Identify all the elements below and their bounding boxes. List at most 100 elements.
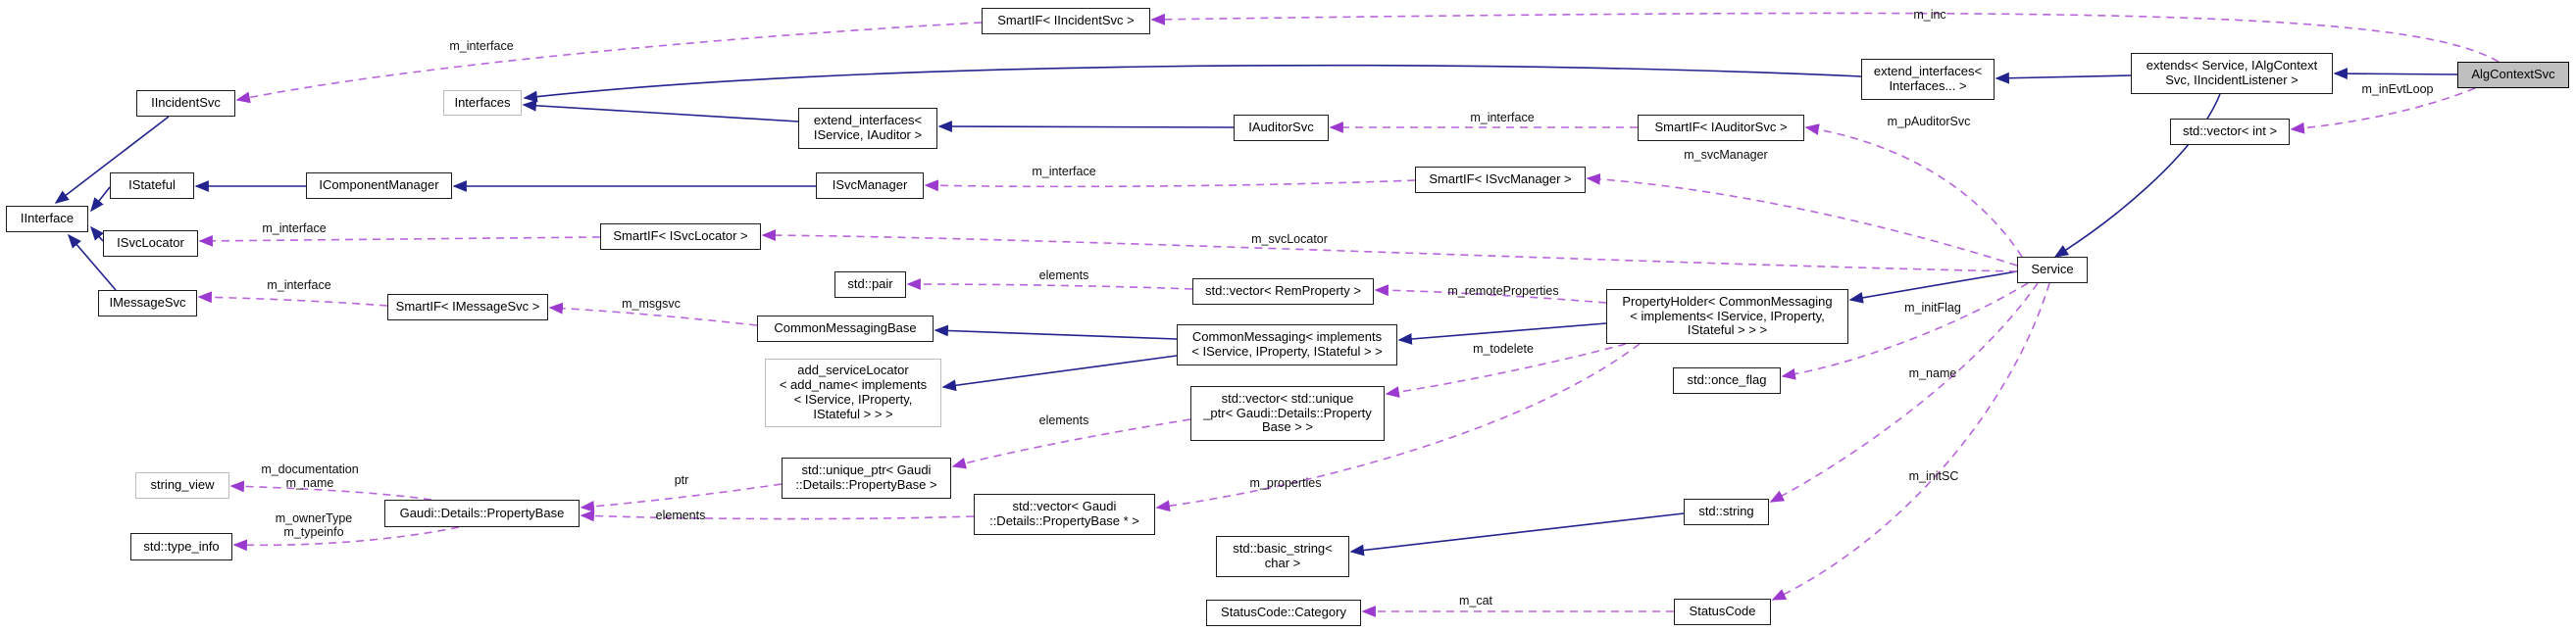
edge-use-ptr xyxy=(580,483,783,512)
node-smartif-isvclocator[interactable]: SmartIF< ISvcLocator > xyxy=(600,223,761,250)
node-string-view[interactable]: string_view xyxy=(135,472,229,499)
node-label: std::vector< int > xyxy=(2182,123,2278,139)
node-label: IInterface xyxy=(20,211,75,226)
node-service[interactable]: Service xyxy=(2017,257,2088,283)
node-std-vector-unique-ptr-propertybase[interactable]: std::vector< std::unique _ptr< Gaudi::De… xyxy=(1190,386,1385,441)
node-label: IAuditorSvc xyxy=(1248,120,1314,135)
node-isvclocator[interactable]: ISvcLocator xyxy=(103,230,198,257)
node-std-unique-ptr-propertybase[interactable]: std::unique_ptr< Gaudi ::Details::Proper… xyxy=(782,458,951,499)
edge-use-m-ownertype-typeinfo xyxy=(232,526,460,552)
edge-use-m-svcmanager xyxy=(1586,172,2018,267)
node-label: IMessageSvc xyxy=(109,295,186,311)
node-std-once-flag[interactable]: std::once_flag xyxy=(1673,367,1781,394)
edge-label-m-msgsvc: m_msgsvc xyxy=(622,297,681,311)
edge-inherit-extendif-auditor-interfaces xyxy=(522,99,799,122)
node-commonmessagingbase[interactable]: CommonMessagingBase xyxy=(757,316,934,342)
node-interfaces[interactable]: Interfaces xyxy=(443,90,522,116)
node-std-vector-remproperty[interactable]: std::vector< RemProperty > xyxy=(1192,278,1374,305)
node-smartif-imessagesvc[interactable]: SmartIF< IMessageSvc > xyxy=(387,294,548,320)
edge-inherit-extends-extendif-interfaces xyxy=(1995,72,2132,84)
node-label: IStateful xyxy=(128,177,176,193)
edge-use-m-interface-svclocator xyxy=(198,234,601,247)
edge-use-elements-uniqueptr xyxy=(951,418,1191,469)
node-label: std::pair xyxy=(847,276,893,292)
edge-label-m-properties: m_properties xyxy=(1249,476,1322,490)
node-istateful[interactable]: IStateful xyxy=(110,172,194,199)
node-add-servicelocator[interactable]: add_serviceLocator < add_name< implement… xyxy=(765,359,941,427)
node-label: SmartIF< IIncidentSvc > xyxy=(997,13,1135,28)
edge-inherit-iauditorsvc-extendif xyxy=(937,121,1235,132)
node-algcontextsvc[interactable]: AlgContextSvc xyxy=(2457,62,2569,88)
edge-use-m-properties xyxy=(1155,343,1641,512)
node-label: IComponentManager xyxy=(319,177,439,193)
node-statuscode[interactable]: StatusCode xyxy=(1674,599,1771,625)
node-iincidentsvc[interactable]: IIncidentSvc xyxy=(136,90,235,117)
node-isvcmanager[interactable]: ISvcManager xyxy=(816,172,924,199)
node-label: add_serviceLocator < add_name< implement… xyxy=(779,363,928,421)
node-smartif-iincidentsvc[interactable]: SmartIF< IIncidentSvc > xyxy=(982,8,1150,34)
node-std-vector-propertybase-ptr[interactable]: std::vector< Gaudi ::Details::PropertyBa… xyxy=(974,494,1155,535)
node-label: StatusCode::Category xyxy=(1221,605,1346,620)
node-label: ISvcLocator xyxy=(117,235,184,251)
node-gaudi-details-propertybase[interactable]: Gaudi::Details::PropertyBase xyxy=(384,500,580,527)
edge-use-m-remoteproperties xyxy=(1374,284,1607,304)
edge-inherit-stdstring-basicstring xyxy=(1349,512,1685,557)
edge-label-m-interface-messagesvc: m_interface xyxy=(267,278,331,292)
node-std-string[interactable]: std::string xyxy=(1684,499,1769,525)
node-label: PropertyHolder< CommonMessaging < implem… xyxy=(1622,293,1833,338)
edge-inherit-extendif-interfaces-interfaces xyxy=(523,64,1862,103)
edge-label-m-svclocator: m_svcLocator xyxy=(1251,232,1328,246)
edge-label-elements-uniqueptr: elements xyxy=(1038,413,1089,427)
edge-label-m-interface-svclocator: m_interface xyxy=(262,221,327,235)
edge-label-m-interface-svcmanager: m_interface xyxy=(1032,165,1096,178)
node-label: std::basic_string< char > xyxy=(1233,541,1333,570)
node-propertyholder[interactable]: PropertyHolder< CommonMessaging < implem… xyxy=(1606,289,1848,344)
node-label: CommonMessaging< implements < IService, … xyxy=(1191,329,1383,359)
edge-inherit-istateful-iinterface xyxy=(90,186,111,213)
edge-label-m-name: m_name xyxy=(1908,366,1957,380)
edge-use-m-msgsvc xyxy=(548,302,758,326)
node-icomponentmanager[interactable]: IComponentManager xyxy=(306,172,452,199)
edge-inherit-commonmessaging-base xyxy=(934,324,1178,340)
edge-use-m-inevtloop xyxy=(2290,87,2476,134)
node-std-pair[interactable]: std::pair xyxy=(834,271,906,298)
node-std-basic-string-char[interactable]: std::basic_string< char > xyxy=(1216,536,1349,577)
edge-use-m-name-service xyxy=(1769,282,2039,503)
node-extend-interfaces-iservice-iauditor[interactable]: extend_interfaces< IService, IAuditor > xyxy=(798,108,937,149)
edge-use-m-documentation-name xyxy=(229,480,432,501)
node-label: SmartIF< IAuditorSvc > xyxy=(1654,120,1788,135)
edge-use-m-interface-incident xyxy=(235,22,983,104)
edge-label-m-interface-auditor: m_interface xyxy=(1470,111,1535,124)
node-statuscode-category[interactable]: StatusCode::Category xyxy=(1206,600,1361,626)
edge-inherit-extends-service xyxy=(2053,93,2221,258)
edge-use-m-interface-messagesvc xyxy=(197,291,388,307)
node-iauditorsvc[interactable]: IAuditorSvc xyxy=(1234,115,1329,141)
node-extends-service-ialgcontextsvc[interactable]: extends< Service, IAlgContext Svc, IInci… xyxy=(2131,53,2333,94)
node-commonmessaging-implements[interactable]: CommonMessaging< implements < IService, … xyxy=(1177,324,1397,365)
edge-inherit-iincidentsvc-iinterface xyxy=(54,116,170,204)
node-extend-interfaces-interfaces[interactable]: extend_interfaces< Interfaces... > xyxy=(1861,59,1995,100)
edge-inherit-algcontextsvc-extends xyxy=(2333,68,2458,80)
node-label: extend_interfaces< Interfaces... > xyxy=(1873,64,1983,93)
edge-use-m-initflag xyxy=(1781,282,2029,380)
edge-label-ptr: ptr xyxy=(674,473,689,487)
node-std-vector-int[interactable]: std::vector< int > xyxy=(2170,119,2290,145)
edge-use-m-inc xyxy=(1150,12,2500,63)
node-smartif-iauditorsvc[interactable]: SmartIF< IAuditorSvc > xyxy=(1638,115,1804,141)
node-label: SmartIF< ISvcLocator > xyxy=(613,228,748,244)
node-label: std::once_flag xyxy=(1687,372,1767,388)
edge-label-m-cat: m_cat xyxy=(1458,594,1493,608)
node-label: extend_interfaces< IService, IAuditor > xyxy=(813,113,923,142)
node-std-type-info[interactable]: std::type_info xyxy=(130,533,232,560)
edge-label-m-documentation-m-name: m_documentation m_name xyxy=(261,462,359,491)
node-label: std::vector< Gaudi ::Details::PropertyBa… xyxy=(989,499,1139,528)
node-imessagesvc[interactable]: IMessageSvc xyxy=(98,290,197,316)
node-label: Service xyxy=(2031,262,2074,277)
edge-label-m-ownertype-m-typeinfo: m_ownerType m_typeinfo xyxy=(275,511,353,540)
node-smartif-isvcmanager[interactable]: SmartIF< ISvcManager > xyxy=(1415,167,1586,193)
node-iinterface[interactable]: IInterface xyxy=(6,206,88,232)
edge-label-m-interface-incident: m_interface xyxy=(449,39,514,53)
node-label: IIncidentSvc xyxy=(151,95,221,111)
edge-label-elements-pair: elements xyxy=(1038,268,1089,282)
